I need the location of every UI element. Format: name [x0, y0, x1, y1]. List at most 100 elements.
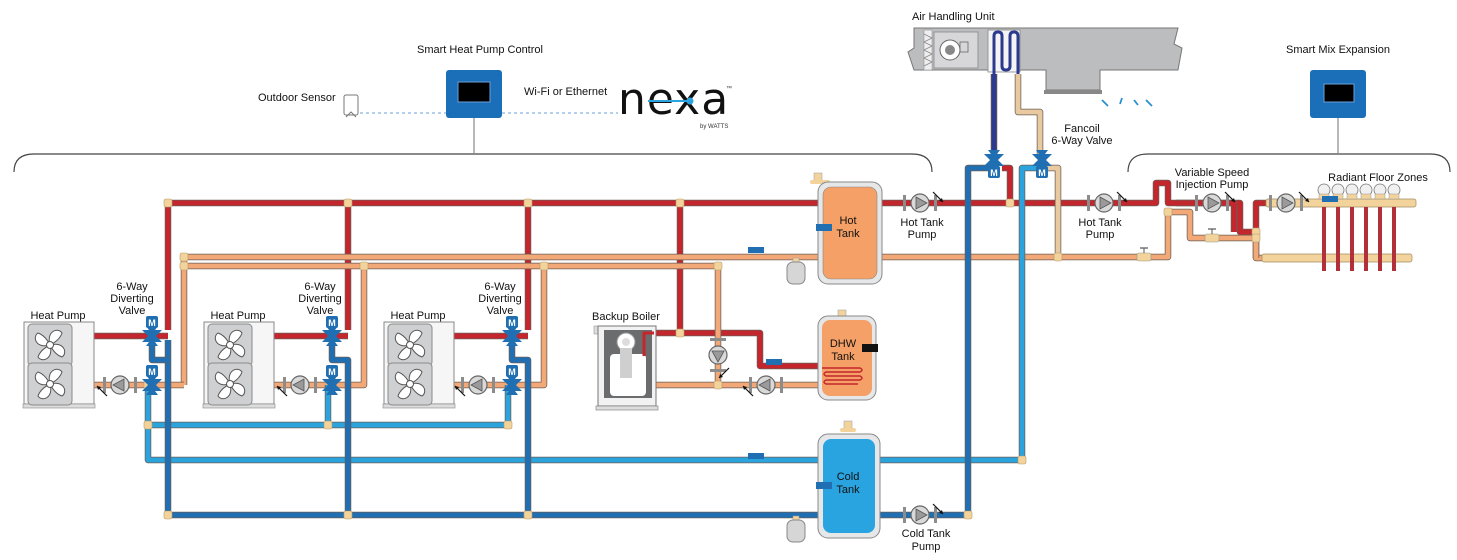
hot-tank-label-1: Hot	[839, 215, 856, 227]
aircoil-return	[1015, 74, 1043, 155]
hot-tank-pump-label: Hot Tank	[900, 217, 944, 229]
cold-tank-label-1: Cold	[837, 471, 860, 483]
wifi-ethernet-label: Wi-Fi or Ethernet	[524, 86, 607, 98]
diverting-valve-label: Diverting	[298, 293, 341, 305]
radiant-zone-loop	[1392, 207, 1396, 271]
cold-tank-out-outline	[880, 164, 1042, 464]
system-bracket-right	[1127, 153, 1451, 173]
radiant-zone-loop	[1378, 207, 1382, 271]
dhw-tank: DHW Tank	[817, 309, 878, 401]
svg-text:nexa: nexa	[618, 74, 729, 125]
valve-motor-icon	[506, 365, 518, 377]
fan-icon	[387, 362, 433, 406]
fancoil-warm-return	[1042, 165, 1061, 257]
radiant-zone-loop	[1364, 207, 1368, 271]
boiler-hot	[656, 330, 818, 369]
cold-tank-out	[880, 165, 1042, 463]
pipe-fitting	[323, 420, 333, 430]
pipe-fitting	[539, 261, 549, 271]
hot-tank-label-2: Tank	[836, 228, 860, 240]
backup-boiler	[593, 325, 659, 411]
dhw-heating-coil-icon	[822, 367, 863, 385]
ball-valve-icon	[1204, 228, 1220, 243]
hp2-cold-riser	[329, 345, 351, 515]
pipe-fitting	[343, 198, 353, 208]
dhw-tank-label-2: Tank	[831, 351, 855, 363]
smart-mix-expansion	[1310, 70, 1366, 118]
pipe-fitting	[143, 420, 153, 430]
air-handling-unit	[907, 27, 1183, 107]
pipe-fitting	[713, 261, 723, 271]
pipe-fitting	[1251, 233, 1261, 243]
pipe-fitting	[963, 510, 973, 520]
hp3-cold-riser	[509, 345, 531, 515]
ball-valve-icon	[1136, 247, 1152, 262]
valve-motor-icon	[988, 166, 1000, 178]
fan-icon	[27, 323, 73, 367]
temperature-sensor-icon	[1322, 196, 1338, 202]
warm-return-header-outline	[180, 253, 818, 385]
cold-tank-label-2: Tank	[836, 484, 860, 496]
expansion-tank-icon	[786, 257, 806, 285]
heat-pump-label: Heat Pump	[390, 310, 445, 322]
heat-pump-1	[22, 321, 96, 409]
pipe-fitting	[179, 261, 189, 271]
pipe-fitting	[675, 328, 685, 338]
hot-tank-out	[882, 180, 1256, 235]
valve-motor-icon	[146, 316, 158, 328]
pipe-fitting	[163, 510, 173, 520]
hot-tank-pump-label: Pump	[908, 229, 937, 241]
fancoil-valve-label: Fancoil	[1064, 123, 1099, 135]
fan-icon	[207, 323, 253, 367]
fan-icon	[387, 323, 433, 367]
piping	[94, 74, 1408, 519]
outdoor-sensor-icon	[343, 94, 359, 118]
cold-tank-pump-label: Pump	[912, 541, 941, 553]
diverting-valve-label: Valve	[307, 305, 334, 317]
injection-pump-label: Variable Speed	[1175, 167, 1249, 179]
pipe-fitting	[523, 510, 533, 520]
diverting-valve-label: Valve	[487, 305, 514, 317]
pipe-fitting	[523, 198, 533, 208]
cold-tank: Cold Tank	[816, 420, 881, 539]
pipe-fitting	[503, 420, 513, 430]
radiant-zone-loop	[1336, 207, 1340, 271]
expansion-tank-icon	[786, 515, 806, 543]
diverting-valve-label: 6-Way	[116, 281, 148, 293]
radiant-zone-loop	[1350, 207, 1354, 271]
boiler-hot-outline	[656, 329, 818, 370]
heat-pump-label: Heat Pump	[30, 310, 85, 322]
diverting-valve-label: Diverting	[110, 293, 153, 305]
diverting-valve-label: 6-Way	[484, 281, 516, 293]
valve-motor-icon	[146, 365, 158, 377]
dhw-tank-label-1: DHW	[830, 338, 857, 350]
smart-mix-expansion-label: Smart Mix Expansion	[1286, 44, 1390, 56]
pipe-fitting	[713, 380, 723, 390]
radiant-floor-zones-label: Radiant Floor Zones	[1328, 172, 1428, 184]
warm-return-header	[181, 254, 818, 385]
valve-motor-icon	[1036, 166, 1048, 178]
backup-boiler-label: Backup Boiler	[592, 311, 660, 323]
svg-text:™: ™	[726, 85, 732, 92]
hp1-cold-riser	[149, 345, 168, 363]
cold-return-header	[145, 385, 818, 463]
pipe-fitting	[1053, 252, 1063, 262]
hot-tank-pump-label: Pump	[1086, 229, 1115, 241]
heat-pump-3	[382, 321, 456, 409]
air-handling-unit-label: Air Handling Unit	[912, 11, 995, 23]
pipe-fitting	[179, 252, 189, 262]
injection-pump-label: Injection Pump	[1176, 179, 1249, 191]
valve-motor-icon	[326, 316, 338, 328]
hot-tank: Hot Tank	[810, 172, 883, 285]
fancoil-valve-label: 6-Way Valve	[1051, 135, 1112, 147]
fancoil-hot-tap	[1002, 165, 1013, 203]
svg-text:by WATTS: by WATTS	[700, 124, 728, 130]
pipe-fitting	[1017, 455, 1027, 465]
pipe-fitting	[1163, 207, 1173, 217]
cold-tank-pump-label: Cold Tank	[902, 528, 951, 540]
fan-icon	[207, 362, 253, 406]
diverting-valve-label: Valve	[119, 305, 146, 317]
pipe-fitting	[675, 198, 685, 208]
heat-pump-label: Heat Pump	[210, 310, 265, 322]
